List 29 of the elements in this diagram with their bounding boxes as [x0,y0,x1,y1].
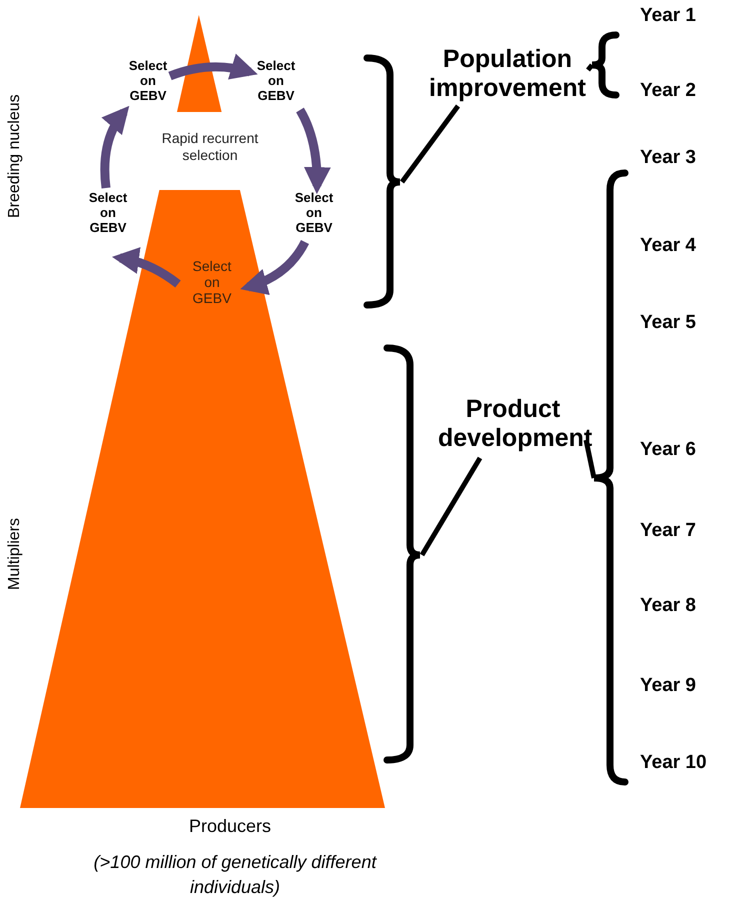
year-label: Year 7 [640,520,696,542]
stage-label: Population improvement [425,45,590,105]
curved-arrow [240,240,309,294]
year-label: Year 10 [640,752,707,774]
leader-line [584,439,596,479]
year-label: Year 5 [640,312,696,334]
leader-line [400,104,460,184]
year-label: Year 8 [640,595,696,617]
center-label: Rapid recurrent selection [160,130,260,164]
curved-arrow [296,108,331,194]
year-label: Year 1 [640,5,696,27]
year-label: Year 6 [640,439,696,461]
curved-arrow [112,248,181,288]
step-label: Select on GEBV [290,190,338,238]
step-label: Select on GEBV [252,58,300,106]
year-label: Year 4 [640,235,696,257]
year-label: Year 3 [640,147,696,169]
axis-label: Multipliers [6,518,24,590]
year-label: Year 9 [640,675,696,697]
step-label: Select on GEBV [84,190,132,238]
curved-arrow [100,106,130,188]
axis-label: Breeding nucleus [6,94,24,218]
leader-line [420,456,482,556]
note-text: (>100 million of genetically different individuals) [92,851,378,899]
step-label: Select on GEBV [124,58,172,106]
base-label: Producers [188,816,272,837]
step-label: Select on GEBV [186,258,238,308]
leader-line [586,63,594,72]
year-label: Year 2 [640,80,696,102]
